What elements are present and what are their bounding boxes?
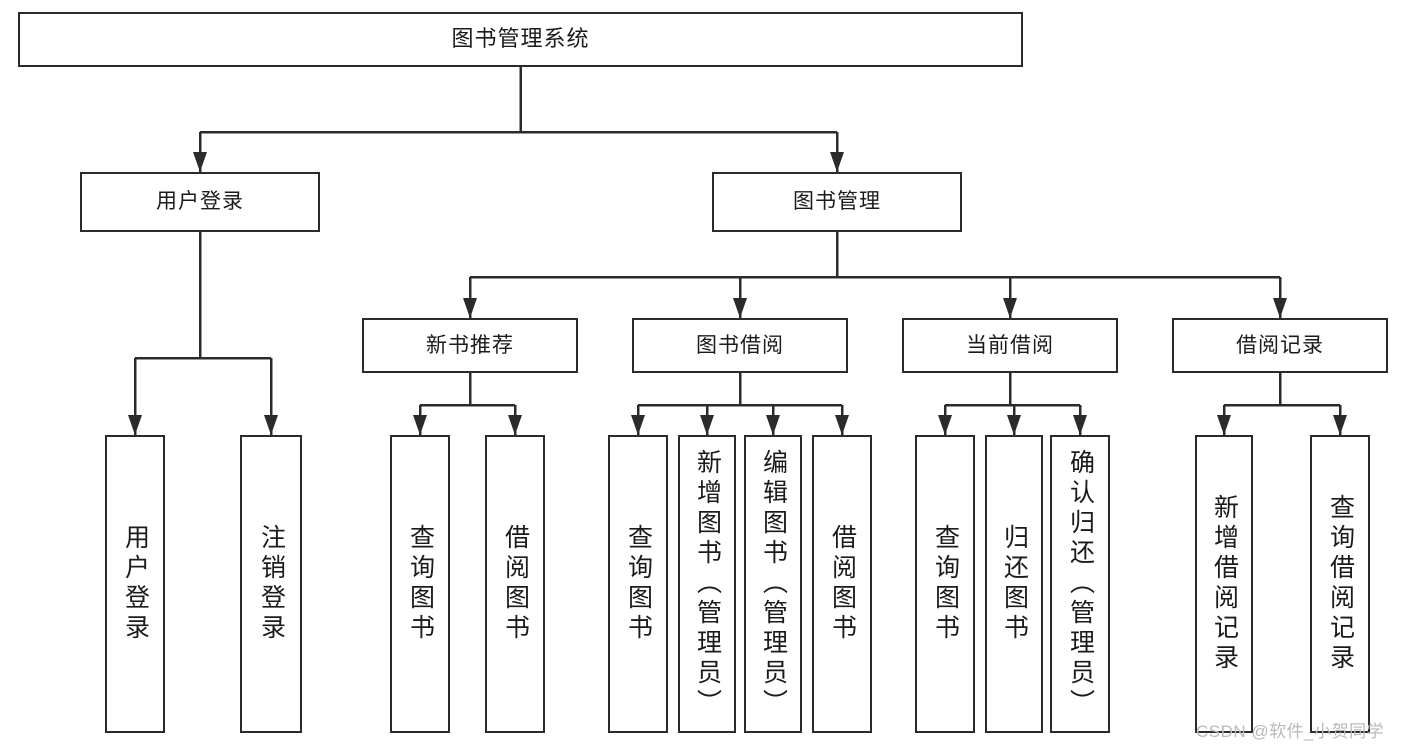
- node-label: 借阅图书: [501, 524, 530, 644]
- node-label: 用户登录: [156, 190, 244, 214]
- node-l3-borrow-book-b[interactable]: 借阅图书: [812, 435, 872, 733]
- node-label: 确认归还（管理员）: [1066, 449, 1095, 719]
- node-l3-confirm-return[interactable]: 确认归还（管理员）: [1050, 435, 1110, 733]
- node-l3-query-book-b[interactable]: 查询图书: [608, 435, 668, 733]
- node-l3-borrow-book-a[interactable]: 借阅图书: [485, 435, 545, 733]
- node-label: 用户登录: [121, 524, 150, 644]
- node-l1-user-login[interactable]: 用户登录: [80, 172, 320, 232]
- node-l2-current-borrow[interactable]: 当前借阅: [902, 318, 1118, 373]
- node-l3-query-borrow-record[interactable]: 查询借阅记录: [1310, 435, 1370, 733]
- node-label: 借阅图书: [828, 524, 857, 644]
- node-label: 编辑图书（管理员）: [759, 449, 788, 719]
- node-label: 新增借阅记录: [1210, 494, 1239, 674]
- node-l1-book-manage[interactable]: 图书管理: [712, 172, 962, 232]
- node-label: 新书推荐: [426, 333, 514, 357]
- node-l3-user-login[interactable]: 用户登录: [105, 435, 165, 733]
- node-label: 图书管理: [793, 190, 881, 214]
- node-label: 当前借阅: [966, 333, 1054, 357]
- node-l3-user-logout[interactable]: 注销登录: [240, 435, 302, 733]
- node-l3-add-borrow-record[interactable]: 新增借阅记录: [1195, 435, 1253, 733]
- node-label: 注销登录: [257, 524, 286, 644]
- node-l3-query-book-c[interactable]: 查询图书: [915, 435, 975, 733]
- node-label: 查询图书: [406, 524, 435, 644]
- node-l3-edit-book-admin[interactable]: 编辑图书（管理员）: [744, 435, 802, 733]
- node-label: 归还图书: [1000, 524, 1029, 644]
- node-l2-borrow-record[interactable]: 借阅记录: [1172, 318, 1388, 373]
- node-label: 查询借阅记录: [1326, 494, 1355, 674]
- node-label: 图书管理系统: [451, 26, 590, 52]
- node-label: 查询图书: [931, 524, 960, 644]
- node-label: 借阅记录: [1236, 333, 1324, 357]
- csdn-watermark: CSDN @软件_小贺同学: [1196, 722, 1385, 741]
- node-l2-book-borrow[interactable]: 图书借阅: [632, 318, 848, 373]
- node-l3-return-book[interactable]: 归还图书: [985, 435, 1043, 733]
- node-l3-query-book-a[interactable]: 查询图书: [390, 435, 450, 733]
- node-label: 新增图书（管理员）: [693, 449, 722, 719]
- node-l2-new-book-rec[interactable]: 新书推荐: [362, 318, 578, 373]
- node-label: 图书借阅: [696, 333, 784, 357]
- node-l3-add-book-admin[interactable]: 新增图书（管理员）: [678, 435, 736, 733]
- node-label: 查询图书: [624, 524, 653, 644]
- node-root[interactable]: 图书管理系统: [18, 12, 1023, 67]
